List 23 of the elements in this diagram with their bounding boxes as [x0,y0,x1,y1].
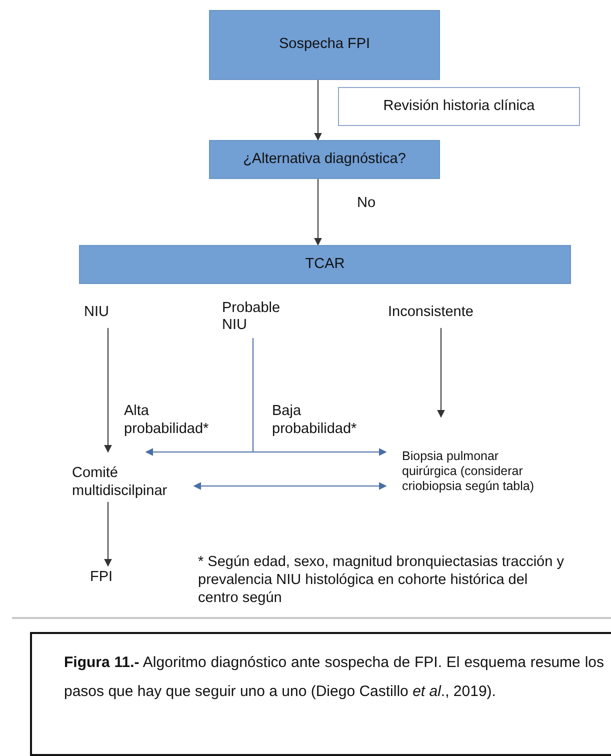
branch-label: NIU [84,304,109,322]
branch-label: Inconsistente [388,304,474,322]
footnote: * Según edad, sexo, magnitud bronquiectasias tracción y prevalencia NIU histológica en cohorte histórica del centro según [198,553,565,608]
step-text: Biopsia pulmonar quirúrgica (considerar criobiopsia según tabla) [402,448,536,494]
arrow [104,328,112,453]
arrow [314,178,322,246]
arrow [437,328,445,418]
box-label: ¿Alternativa diagnóstica? [243,150,406,168]
box-label: Revisión historia clínica [383,98,535,116]
figure-caption: Figura 11.- Algoritmo diagnóstico ante sospecha de FPI. El esquema resume los pasos que hay que seguir uno a uno (Diego Castillo et al., 2019). [64,653,604,702]
step-text: Comité multidiscilpinar [72,465,168,500]
arrow [314,80,322,141]
arrow [252,338,387,456]
process-box [209,10,440,80]
note-box [338,87,580,126]
arrow [193,482,387,490]
result-text: FPI [90,569,113,587]
box-label: Sospecha FPI [278,36,370,54]
arrow [104,502,112,567]
decision-box [209,140,440,179]
branch-label: Probable NIU [222,300,282,334]
box-label: TCAR [305,256,345,274]
process-box [79,245,571,284]
